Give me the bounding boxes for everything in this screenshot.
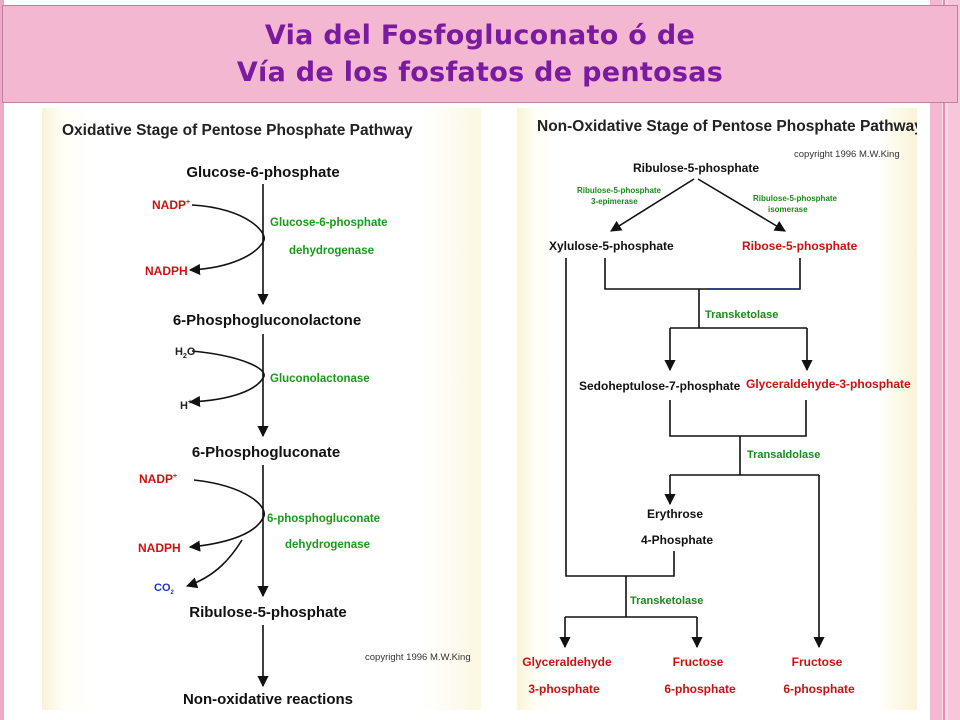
enzyme-6pgd-line2: dehydrogenase bbox=[285, 539, 370, 551]
metabolite-6-phosphogluconate: 6-Phosphogluconate bbox=[192, 444, 340, 461]
curved-arrow-nadp-2 bbox=[188, 479, 266, 552]
enzyme-gluconolactonase: Gluconolactonase bbox=[270, 373, 370, 385]
metabolite-non-oxidative-reactions: Non-oxidative reactions bbox=[183, 691, 353, 708]
enzyme-6pgd-line1: 6-phosphogluconate bbox=[267, 513, 380, 525]
curved-arrow-h2o bbox=[188, 350, 265, 408]
enzyme-epimerase-line2: 3-epimerase bbox=[591, 197, 638, 206]
cofactor-co2: CO2 bbox=[154, 582, 175, 596]
metabolite-ribulose-5-phosphate: Ribulose-5-phosphate bbox=[633, 161, 759, 175]
metabolite-xylulose-5-phosphate: Xylulose-5-phosphate bbox=[549, 239, 674, 253]
enzyme-g6pd-line1: Glucose-6-phosphate bbox=[270, 217, 388, 229]
enzyme-transketolase-2: Transketolase bbox=[630, 595, 703, 607]
nonoxidative-copyright: copyright 1996 M.W.King bbox=[794, 149, 900, 160]
product-fructose-1-line2: 6-phosphate bbox=[664, 682, 736, 696]
oxidative-stage-diagram: Oxidative Stage of Pentose Phosphate Pat… bbox=[62, 122, 471, 708]
product-fructose-1-line1: Fructose bbox=[673, 655, 724, 669]
curved-arrow-co2 bbox=[185, 539, 243, 589]
oxidative-copyright: copyright 1996 M.W.King bbox=[365, 652, 471, 663]
join-bracket-1 bbox=[604, 258, 801, 290]
join-bracket-2 bbox=[669, 400, 807, 437]
metabolite-glucose-6-phosphate: Glucose-6-phosphate bbox=[186, 164, 339, 181]
join-bracket-3 bbox=[565, 258, 675, 577]
cofactor-hplus: H+ bbox=[180, 399, 192, 412]
title-line-2: Vía de los fosfatos de pentosas bbox=[236, 57, 724, 88]
cofactor-nadph-2: NADPH bbox=[138, 541, 181, 555]
enzyme-transketolase-1: Transketolase bbox=[705, 309, 778, 321]
cofactor-nadp-1: NADP+ bbox=[152, 198, 190, 212]
slide-border-right bbox=[930, 0, 960, 720]
product-fructose-2-line2: 6-phosphate bbox=[783, 682, 855, 696]
slide-border-left bbox=[0, 0, 4, 720]
nonoxidative-stage-panel: Non-Oxidative Stage of Pentose Phosphate… bbox=[517, 108, 923, 710]
cofactor-nadp-2: NADP+ bbox=[139, 472, 177, 486]
metabolite-ribose-5-phosphate: Ribose-5-phosphate bbox=[742, 239, 858, 253]
title-line-1: Via del Fosfogluconato ó de bbox=[264, 20, 696, 51]
enzyme-g6pd-line2: dehydrogenase bbox=[289, 245, 374, 257]
enzyme-isomerase-line1: Ribulose-5-phosphate bbox=[753, 194, 838, 203]
enzyme-transaldolase: Transaldolase bbox=[747, 449, 820, 461]
oxidative-stage-panel: Oxidative Stage of Pentose Phosphate Pat… bbox=[42, 108, 481, 710]
metabolite-ribulose-5-phosphate: Ribulose-5-phosphate bbox=[189, 604, 347, 621]
arrow-to-xylulose bbox=[610, 178, 695, 232]
title-box: Via del Fosfogluconato ó de Vía de los f… bbox=[2, 5, 958, 103]
cofactor-nadph-1: NADPH bbox=[145, 264, 188, 278]
metabolite-6-phosphogluconolactone: 6-Phosphogluconolactone bbox=[173, 312, 361, 329]
arrow-to-ribose bbox=[697, 178, 786, 232]
nonoxidative-stage-diagram: Non-Oxidative Stage of Pentose Phosphate… bbox=[522, 118, 923, 696]
curved-arrow-nadp-1 bbox=[188, 204, 265, 276]
enzyme-epimerase-line1: Ribulose-5-phosphate bbox=[577, 186, 662, 195]
oxidative-header: Oxidative Stage of Pentose Phosphate Pat… bbox=[62, 122, 413, 139]
enzyme-isomerase-line2: isomerase bbox=[768, 205, 808, 214]
metabolite-glyceraldehyde-3-phosphate: Glyceraldehyde-3-phosphate bbox=[746, 377, 911, 391]
nonoxidative-header: Non-Oxidative Stage of Pentose Phosphate… bbox=[537, 118, 917, 135]
metabolite-erythrose-line1: Erythrose bbox=[647, 507, 703, 521]
product-glyceraldehyde-line1: Glyceraldehyde bbox=[522, 655, 612, 669]
product-glyceraldehyde-line2: 3-phosphate bbox=[528, 682, 600, 696]
metabolite-erythrose-line2: 4-Phosphate bbox=[641, 533, 713, 547]
cofactor-h2o: H2O bbox=[175, 346, 196, 360]
product-fructose-2-line1: Fructose bbox=[792, 655, 843, 669]
metabolite-sedoheptulose-7-phosphate: Sedoheptulose-7-phosphate bbox=[579, 379, 741, 393]
